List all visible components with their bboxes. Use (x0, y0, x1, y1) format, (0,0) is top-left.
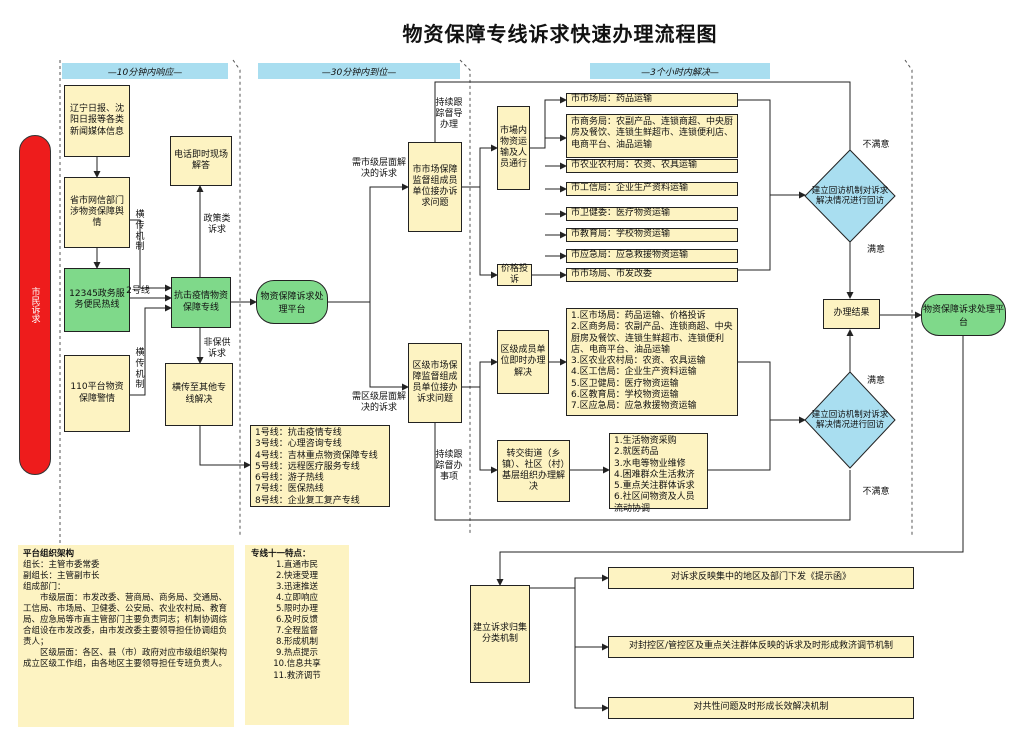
callback-1-text: 建立回访机制对诉求解决情况进行回访 (811, 185, 889, 206)
source-110: 110平台物资保障警情 (64, 355, 130, 432)
label-non-supply: 非保供诉求 (203, 338, 231, 359)
banner-10min: —10分钟内响应— (62, 63, 228, 79)
outcome-2: 对封控区/管控区及重点关注群体反映的诉求及时形成救济调节机制 (608, 636, 914, 658)
city-transport-box: 市場内物资运输及人员通行 (497, 106, 530, 190)
platform-pill: 物资保障诉求处理平台 (256, 280, 328, 324)
district-group-box: 区级市场保障监督组成员单位接办诉求问题 (408, 343, 462, 423)
label-satisfied-2: 满意 (866, 376, 885, 386)
district-unit-box: 区级成员单位即时办理解决 (497, 330, 549, 394)
label-track-supervise-2: 持续跟踪督办事项 (435, 450, 463, 482)
street-box: 转交街道（乡镇）、社区（村）基层组织办理解决 (497, 440, 570, 502)
street-items-box: 1.生活物资采购 2.就医药品 3.水电等物业维修 4.困难群众生活救济 5.重… (609, 433, 708, 514)
banner-30min: —30分钟内到位— (258, 63, 460, 79)
org-heading: 平台组织架构 (23, 549, 75, 559)
label-policy: 政策类诉求 (203, 214, 231, 235)
city-item-3: 市农业农村局：农资、农具运输 (566, 159, 738, 173)
city-item-5: 市卫健委：医疗物资运输 (566, 207, 738, 221)
phone-answer-box: 电话即时现场解答 (170, 136, 232, 186)
callback-2-text: 建立回访机制对诉求解决情况进行回访 (811, 409, 889, 430)
label-unsatisfied-2: 不满意 (862, 487, 890, 497)
city-group-box: 市市场保障监督组成员单位接办诉求问题 (408, 142, 462, 232)
banner-3hours: —3个小时内解决— (590, 63, 770, 79)
platform-right-pill: 物资保障诉求处理平台 (921, 294, 1006, 336)
features-note: 专线十一特点： 1.直通市民 2.快速受理 3.迅速推送 4.立即响应 5.限时… (245, 545, 349, 725)
source-newspaper: 辽宁日报、沈阳日报等各类新闻媒体信息 (64, 85, 130, 157)
city-item-8: 市市场局、市发改委 (566, 268, 738, 282)
org-body: 组长：主管市委常委 副组长：主管副市长 组成部门： 市级层面：市发改委、营商局、… (23, 560, 228, 670)
label-horizontal-transfer-2: 横传机制 (135, 348, 145, 391)
city-item-2: 市商务局：农副产品、连锁商超、中央厨房及餐饮、连锁生鲜超市、连锁便利店、电商平台… (566, 114, 738, 158)
citizen-request-pill: 市民诉求 (19, 135, 51, 475)
classify-box: 建立诉求归集分类机制 (470, 585, 530, 683)
outcome-3: 对共性问题及时形成长效解决机制 (608, 697, 914, 719)
hub-box: 抗击疫情物资保障专线 (171, 277, 231, 328)
price-complaint-box: 价格投诉 (497, 264, 532, 286)
citizen-request-label: 市民诉求 (29, 287, 40, 323)
result-box: 办理结果 (823, 299, 880, 329)
city-item-6: 市教育局：学校物资运输 (566, 228, 738, 242)
label-line2: 2号线 (126, 286, 150, 296)
features-body: 1.直通市民 2.快速受理 3.迅速推送 4.立即响应 5.限时办理 6.及时反… (273, 560, 321, 681)
org-note: 平台组织架构 组长：主管市委常委 副组长：主管副市长 组成部门： 市级层面：市发… (18, 545, 234, 727)
source-12345: 12345政务服务便民热线 (64, 268, 130, 332)
city-item-4: 市工信局：企业生产资料运输 (566, 182, 738, 196)
district-items-box: 1.区市场局：药品运输、价格投诉 2.区商务局：农副产品、连锁商超、中央厨房及餐… (566, 308, 738, 416)
features-heading: 专线十一特点： (251, 549, 311, 559)
source-opinion: 省市网信部门涉物资保障舆情 (64, 177, 130, 248)
label-unsatisfied: 不满意 (862, 140, 890, 150)
label-satisfied: 满意 (866, 245, 885, 255)
outcome-1: 对诉求反映集中的地区及部门下发《提示函》 (608, 567, 914, 589)
label-district-level: 需区级层面解决的诉求 (352, 392, 407, 413)
label-city-level: 需市级层面解决的诉求 (352, 158, 407, 179)
city-item-1: 市市场局：药品运输 (566, 93, 738, 107)
label-horizontal-transfer: 横传机制 (135, 210, 145, 253)
transfer-box: 横传至其他专线解决 (165, 363, 233, 426)
page-title: 物资保障专线诉求快速办理流程图 (402, 22, 718, 46)
lines-box: 1号线：抗击疫情专线 3号线：心理咨询专线 4号线：吉林重点物资保障专线 5号线… (250, 425, 390, 507)
label-track-supervise: 持续跟踪督导办理 (435, 98, 463, 130)
city-item-7: 市应急局：应急救援物资运输 (566, 249, 738, 263)
